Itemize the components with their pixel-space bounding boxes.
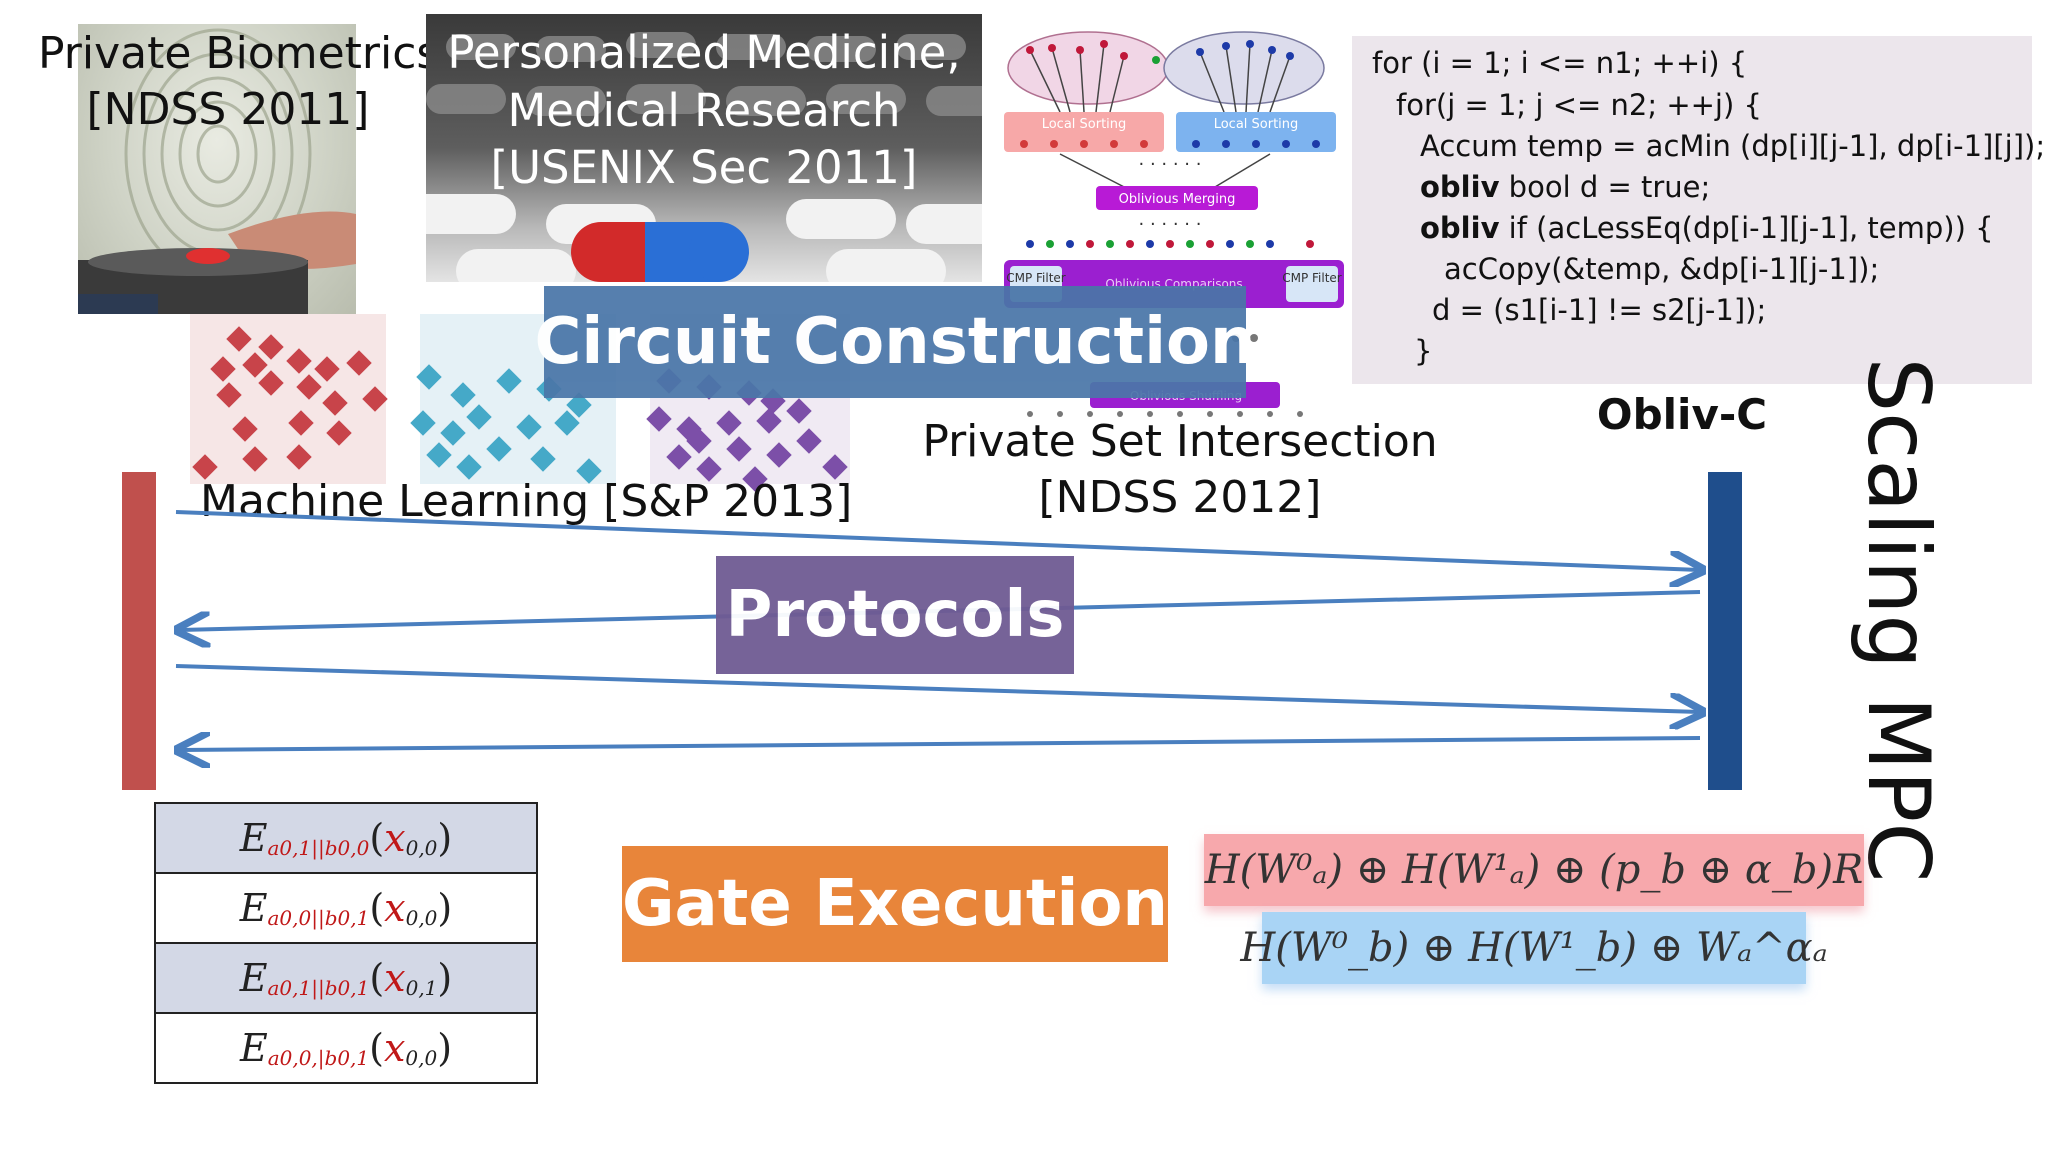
medicine-title-2: Medical Research <box>507 83 901 137</box>
fingerprint-icon <box>78 28 356 314</box>
biometrics-citation: [NDSS 2011] <box>86 84 370 136</box>
medicine-label: Personalized Medicine, Medical Research … <box>426 24 982 197</box>
protocols-banner: Protocols <box>716 556 1074 674</box>
code-line-2: for(j = 1; j <= n2; ++j) { <box>1396 88 1762 122</box>
medicine-citation: [USENIX Sec 2011] <box>490 141 918 195</box>
pills-image <box>426 32 982 282</box>
formula-top: H(W⁰ₐ) ⊕ H(W¹ₐ) ⊕ (p_b ⊕ α_b)R <box>1204 834 1864 906</box>
psi-label: Private Set Intersection [NDSS 2012] <box>920 414 1440 527</box>
circuit-construction-banner: Circuit Construction <box>534 286 1256 398</box>
oblivious-merging-label: Oblivious Merging <box>1119 192 1236 207</box>
code-line-1: for (i = 1; i <= n1; ++i) { <box>1372 46 1748 80</box>
code-panel: for (i = 1; i <= n1; ++i) { for(j = 1; j… <box>1352 36 2045 384</box>
ellipsis-mid: · · · · · · <box>1139 214 1202 235</box>
code-line-8: } <box>1414 334 1433 368</box>
arrow-message-4 <box>180 738 1701 750</box>
code-line-4: obliv bool d = true; <box>1420 170 1711 204</box>
formula-bottom: H(W⁰_b) ⊕ H(W¹_b) ⊕ Wₐ^αₐ <box>1240 912 1828 984</box>
local-sorting-right: Local Sorting <box>1214 117 1299 132</box>
right-party-bar <box>1708 472 1742 790</box>
ellipsis-top: · · · · · · <box>1139 154 1202 175</box>
obliv-c-label: Obliv-C <box>1596 390 1768 439</box>
biometrics-title: Private Biometrics <box>38 28 440 79</box>
cmp-filter-right: CMP Filter <box>1282 271 1342 285</box>
arrow-message-3 <box>175 664 1700 712</box>
code-line-3: Accum temp = acMin (dp[i][j-1], dp[i-1][… <box>1420 129 2046 163</box>
local-sorting-left: Local Sorting <box>1042 117 1127 132</box>
left-party-bar <box>122 472 156 790</box>
code-line-6: acCopy(&temp, &dp[i-1][j-1]); <box>1444 252 1880 286</box>
medicine-title-1: Personalized Medicine, <box>447 26 961 79</box>
medicine-photo <box>426 14 982 282</box>
arrow-message-1 <box>175 510 1700 570</box>
gate-execution-banner: Gate Execution <box>622 846 1168 962</box>
biometrics-label: Private Biometrics [NDSS 2011] <box>38 26 440 139</box>
biometrics-photo <box>78 24 356 314</box>
code-line-7: d = (s1[i-1] != s2[j-1]); <box>1432 293 1767 327</box>
code-line-5: obliv if (acLessEq(dp[i-1][j-1], temp)) … <box>1420 211 1994 245</box>
psi-citation: [NDSS 2012] <box>1038 472 1322 524</box>
cmp-filter-left: CMP Filter <box>1006 271 1066 285</box>
psi-title: Private Set Intersection <box>922 416 1438 467</box>
